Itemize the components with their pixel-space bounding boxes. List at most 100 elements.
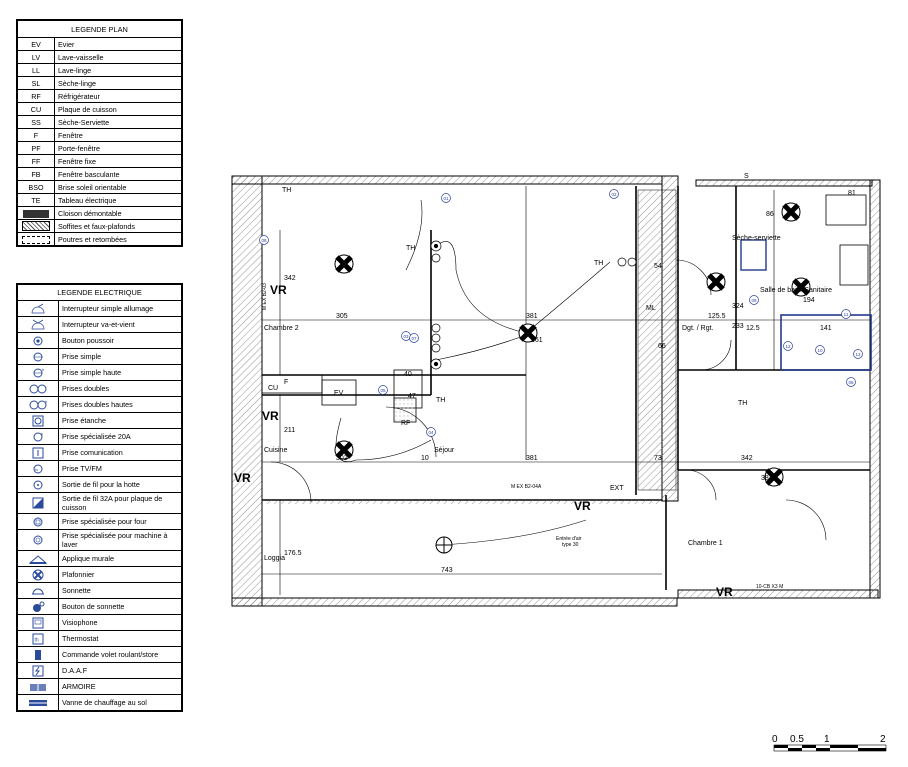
ceiling-light-icon xyxy=(17,566,59,583)
electrical-legend-label: Commande volet roulant/store xyxy=(58,646,182,663)
plan-legend-label: Sèche-linge xyxy=(54,76,182,90)
electrical-legend-label: Sortie de fil 32A pour plaque de cuisson xyxy=(58,492,182,514)
marker-number: 05 xyxy=(380,388,386,393)
plan-legend-label: Porte-fenêtre xyxy=(54,141,182,155)
electrical-legend-title: LEGENDE ELECTRIQUE xyxy=(17,284,182,301)
electrical-legend-row: s Prise spécialisée 20A xyxy=(17,428,182,445)
plan-legend-label: Tableau électrique xyxy=(54,193,182,207)
electrical-legend-label: Prise étanche xyxy=(58,412,182,429)
svg-text:tv: tv xyxy=(35,467,38,472)
scale-tick-0: 0 xyxy=(772,734,778,745)
marker-number: 06 xyxy=(848,380,854,385)
marker-number: 07 xyxy=(411,336,417,341)
electrical-legend-row: Plafonnier xyxy=(17,566,182,583)
dim-141: 141 xyxy=(820,325,832,332)
ceiling-light-icon xyxy=(791,277,811,297)
electrical-legend-row: Vanne de chauffage au sol xyxy=(17,694,182,711)
marker-number: 11 xyxy=(844,312,849,317)
electrical-legend-label: Vanne de chauffage au sol xyxy=(58,694,182,711)
plan-legend-row: F Fenêtre xyxy=(17,128,182,142)
dim-384: 384 xyxy=(761,475,773,482)
plan-legend-label: Fenêtre basculante xyxy=(54,167,182,181)
hood-outlet-icon xyxy=(17,476,59,493)
socket-simple-icon xyxy=(17,348,59,365)
dim-561: 561 xyxy=(531,337,543,344)
electrical-legend-row: Commande volet roulant/store xyxy=(17,646,182,663)
label-ext: EXT xyxy=(610,485,624,492)
th-label-5: TH xyxy=(282,187,291,194)
vr-label-4: VR xyxy=(574,499,591,513)
electrical-legend-label: Visiophone xyxy=(58,614,182,631)
ceiling-light-icon xyxy=(706,272,726,292)
marker-number: 04 xyxy=(428,430,434,435)
plan-legend-label: Evier xyxy=(54,37,182,51)
marker-circle xyxy=(853,349,863,359)
th-label-2: TH xyxy=(594,260,603,267)
dim-47: 47 xyxy=(408,393,416,400)
socket-simple-icon xyxy=(431,343,441,353)
scale-tick-1: 1 xyxy=(824,734,830,745)
plan-legend-label: Soffites et faux-plafonds xyxy=(54,218,182,234)
electrical-legend-label: ARMOIRE xyxy=(58,678,182,695)
marker-number: 12 xyxy=(785,344,791,349)
electrical-legend-row: Bouton de sonnette xyxy=(17,598,182,615)
marker-number: 08 xyxy=(261,238,267,243)
electrical-legend-row: Prise spécialisée pour machine à laver xyxy=(17,529,182,551)
dim-125-5: 125.5 xyxy=(708,313,726,320)
plan-legend-label: Brise soleil orientable xyxy=(54,180,182,194)
socket-tv-icon: tv xyxy=(17,460,59,477)
th-label-1: TH xyxy=(406,245,415,252)
electrical-legend-row: Prise étanche xyxy=(17,412,182,429)
plan-legend-row: FB Fenêtre basculante xyxy=(17,167,182,181)
electrical-legend-row: h Prises doubles hautes xyxy=(17,396,182,413)
smoke-detector-icon xyxy=(17,662,59,679)
ceiling-light-icon xyxy=(334,254,354,274)
electrical-legend-row: D.A.A.F xyxy=(17,662,182,679)
label-f: F xyxy=(284,379,288,386)
wiring xyxy=(335,199,611,546)
electrical-legend-label: Prise simple haute xyxy=(58,364,182,381)
electrical-legend-table: LEGENDE ELECTRIQUE Interrupteur simple a… xyxy=(17,284,182,711)
label-cu: CU xyxy=(268,385,278,392)
vr-label-3: VR xyxy=(234,471,251,485)
plan-legend-label: Lave-vaisselle xyxy=(54,50,182,64)
switch-twoway-icon xyxy=(17,316,59,333)
dim-194: 194 xyxy=(803,297,815,304)
bell-icon xyxy=(17,582,59,599)
electrical-legend-row: Sonnette xyxy=(17,582,182,599)
socket-simple-icon xyxy=(431,333,441,343)
socket-double-high-icon: h xyxy=(17,396,59,413)
scale-tick-0-5: 0.5 xyxy=(790,734,804,745)
plan-legend-code: SL xyxy=(17,76,55,90)
electrical-legend-row: Interrupteur simple allumage xyxy=(17,300,182,317)
dim-176-5: 176.5 xyxy=(284,550,302,557)
svg-text:th: th xyxy=(35,637,39,643)
marker-number: 10 xyxy=(817,348,823,353)
dim-211: 211 xyxy=(284,427,295,434)
plan-legend-code: FB xyxy=(17,167,55,181)
dim-10: 10 xyxy=(421,455,429,462)
socket-20a-icon: s xyxy=(17,428,59,445)
electrical-legend-label: Interrupteur va-et-vient xyxy=(58,316,182,333)
label-ev: EV xyxy=(334,390,344,397)
dim-302: 302 xyxy=(336,455,348,462)
plan-legend-swatch-row: Soffites et faux-plafonds xyxy=(17,218,182,234)
dim-342-left: 342 xyxy=(284,275,296,282)
plan-legend-label: Cloison démontable xyxy=(54,206,182,220)
plan-legend-row: RF Réfrigérateur xyxy=(17,89,182,103)
label-ml: ML xyxy=(646,305,656,312)
electrical-legend-label: D.A.A.F xyxy=(58,662,182,679)
wall-lamp-icon xyxy=(17,550,59,567)
electrical-legend-label: Prises doubles xyxy=(58,380,182,397)
electrical-legend-label: Prise spécialisée 20A xyxy=(58,428,182,445)
washer-socket-icon xyxy=(17,529,59,551)
socket-simple-icon xyxy=(431,323,441,333)
plan-legend-code: TE xyxy=(17,193,55,207)
marker-circle xyxy=(815,345,825,355)
plan-legend-title: LEGENDE PLAN xyxy=(17,20,182,38)
plan-legend-code: CU xyxy=(17,102,55,116)
plan-legend-row: EV Evier xyxy=(17,37,182,51)
dim-381-top: 381 xyxy=(526,313,538,320)
electrical-legend-row: Sortie de fil 32A pour plaque de cuisson xyxy=(17,492,182,514)
